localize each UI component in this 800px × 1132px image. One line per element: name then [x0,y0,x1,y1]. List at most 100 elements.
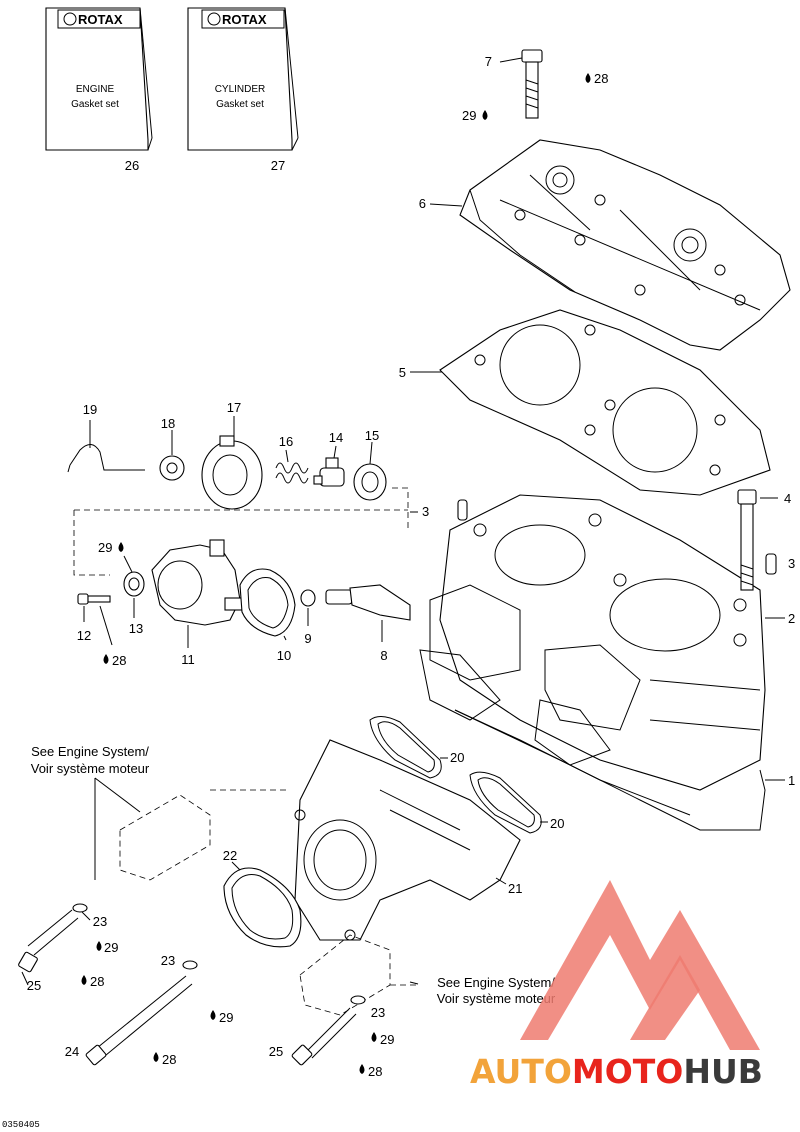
ref-28-bolt25-left: 28 [90,974,104,989]
assembly-bracket-line [392,487,409,530]
ref-29-bolt24: 29 [219,1010,233,1025]
watermark-hub: HUB [683,1052,763,1091]
engine-gasket-set-box: ROTAX ENGINE Gasket set 26 [45,7,153,173]
dowel-pin [765,553,777,575]
see-engine-system-lower-en: See Engine System/ [437,975,555,990]
callout-2: 2 [788,611,795,626]
cylinder-box-brand: ROTAX [222,12,267,27]
engine-box-brand: ROTAX [78,12,123,27]
engine-box-subtitle: Gasket set [71,99,119,110]
cylinder-base-gasket [454,709,766,831]
long-bolt-middle [85,975,193,1066]
watermark-auto: AUTO [470,1052,572,1091]
cylinder-box-subtitle: Gasket set [216,99,264,110]
callout-5: 5 [399,365,406,380]
dowel-pin [457,499,468,521]
ref-28-screw12: 28 [112,653,126,668]
see-engine-system-lower-fr: Voir système moteur [437,991,556,1006]
ref-29-housing: 29 [98,540,112,555]
engine-box-title: ENGINE [76,84,115,95]
watermark-moto: MOTO [572,1052,683,1091]
callout-14: 14 [329,430,343,445]
callout-23-left: 23 [93,914,107,929]
callout-8: 8 [380,648,387,663]
callout-4: 4 [784,491,791,506]
drawing-code: 0350405 [2,1120,40,1130]
callout-11: 11 [181,652,195,667]
fluid-drop-icon [81,975,87,985]
callout-27: 27 [271,158,285,173]
washer [72,903,88,913]
cylinder-box-title: CYLINDER [215,84,266,95]
sensor-o-ring [300,589,316,607]
callout-16: 16 [279,434,293,449]
ref-29-bolt25-left: 29 [104,940,118,955]
fluid-drop-icon [482,110,488,120]
ref-28-bolt24: 28 [162,1052,176,1067]
ref-28-bolt25-right: 28 [368,1064,382,1079]
callout-25-right: 25 [269,1044,283,1059]
assembly-bracket-line [73,510,110,576]
callout-7: 7 [485,54,492,69]
thermostat-spring [275,462,309,484]
o-ring-seal [123,571,145,597]
callout-26: 26 [125,158,139,173]
callout-23-middle: 23 [161,953,175,968]
fluid-drop-icon [153,1052,159,1062]
callout-21: 21 [508,881,522,896]
callout-15: 15 [365,428,379,443]
ref-29-bolt7: 29 [462,108,476,123]
cylinder-block [419,494,766,791]
long-bolt-left [18,909,79,973]
engine-mount-ref-upper [119,789,290,881]
head-gasket [439,309,771,496]
fluid-drop-icon [359,1064,365,1074]
temperature-sensor [325,584,411,621]
callout-13: 13 [129,621,143,636]
fluid-drop-icon [118,542,124,552]
callout-25-left: 25 [27,978,41,993]
fluid-drop-icon [585,73,591,83]
see-engine-system-upper-en: See Engine System/ [31,744,149,759]
thermostat-seal [353,463,387,501]
fluid-drop-icon [96,941,102,951]
housing-screw [77,593,111,605]
exhaust-gasket-upper [369,716,442,779]
water-housing [151,539,244,626]
manifold-gasket [223,867,302,948]
see-engine-system-upper-fr: Voir système moteur [31,761,150,776]
fluid-drop-icon [371,1032,377,1042]
cylinder-bolt [737,489,757,591]
svg-text:AUTOMOTOHUB: AUTOMOTOHUB [470,1052,763,1091]
housing-gasket [239,568,296,637]
ref-28-bolt7: 28 [594,71,608,86]
automotohub-watermark-logo [520,880,760,1050]
callout-17: 17 [227,400,241,415]
cylinder-head [459,139,791,351]
callout-6: 6 [419,196,426,211]
fluid-drop-icon [103,654,109,664]
callout-3-right: 3 [788,556,795,571]
callout-1: 1 [788,773,795,788]
thermostat-cover [201,435,263,510]
callout-10: 10 [277,648,291,663]
exhaust-manifold [294,739,521,941]
cylinder-gasket-set-box: ROTAX CYLINDER Gasket set 27 [187,7,299,173]
bushing [159,455,185,481]
washer [182,960,198,970]
callout-23-right: 23 [371,1005,385,1020]
thermostat [313,457,345,487]
callout-20-lower: 20 [550,816,564,831]
retaining-spring-clip [67,444,145,473]
callout-9: 9 [304,631,311,646]
fluid-drop-icon [210,1010,216,1020]
ref-29-bolt25-right: 29 [380,1032,394,1047]
callout-24: 24 [65,1044,79,1059]
callout-18: 18 [161,416,175,431]
callout-20-upper: 20 [450,750,464,765]
callout-12: 12 [77,628,91,643]
callout-22: 22 [223,848,237,863]
engine-mount-ref-lower [299,934,420,1016]
washer [350,995,366,1005]
